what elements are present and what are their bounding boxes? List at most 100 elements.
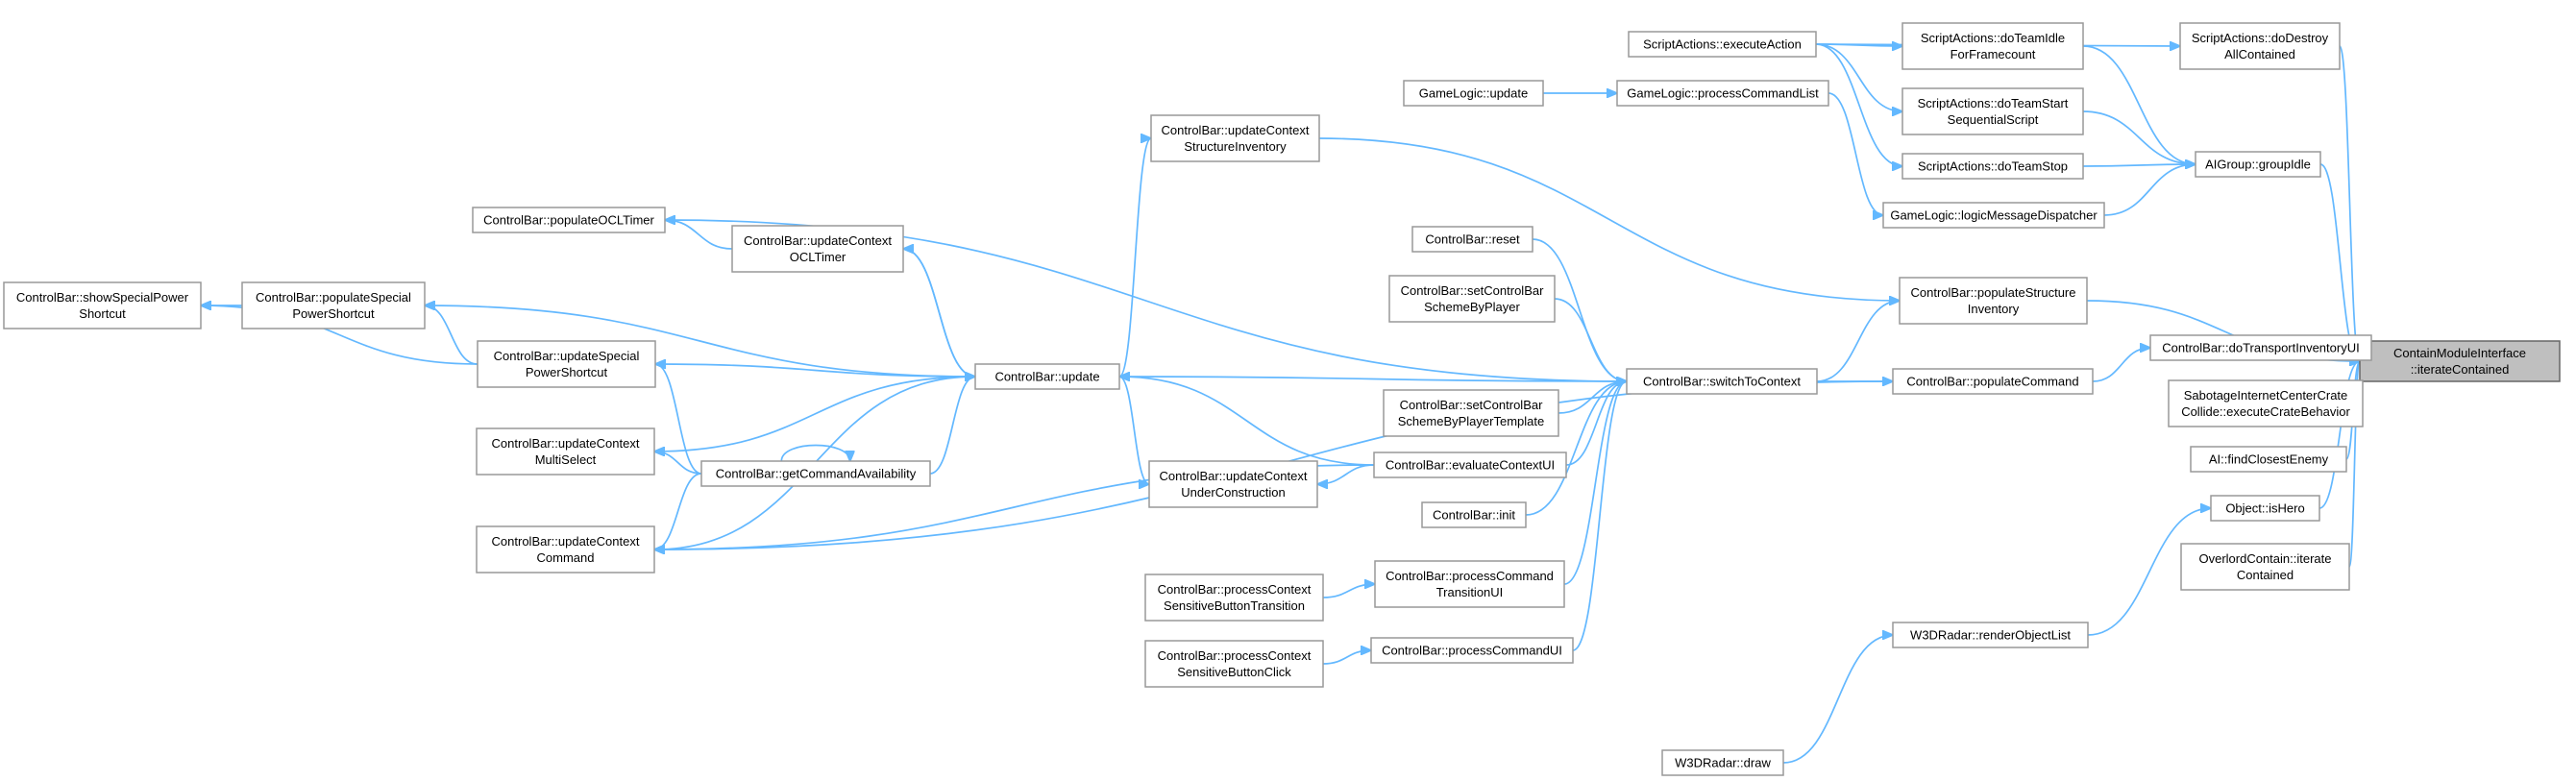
- node-box[interactable]: [1403, 80, 1544, 107]
- edge-radarDraw-to-renderObj: [1782, 635, 1893, 764]
- node-label: SchemeByPlayer: [1424, 300, 1520, 314]
- node-box[interactable]: [1901, 87, 2084, 135]
- node-label: ControlBar::setControlBar: [1401, 283, 1545, 298]
- node-box[interactable]: [731, 225, 904, 273]
- node-box[interactable]: [1373, 452, 1567, 478]
- node-teamStart[interactable]: ScriptActions::doTeamStartSequentialScri…: [1901, 87, 2084, 135]
- node-label: ScriptActions::doTeamStart: [1918, 96, 2069, 110]
- node-root[interactable]: ContainModuleInterface::iterateContained: [2359, 340, 2561, 382]
- node-box[interactable]: [1383, 389, 1559, 437]
- node-popCmd[interactable]: ControlBar::populateCommand: [1892, 368, 2094, 395]
- node-box[interactable]: [700, 460, 931, 487]
- node-box[interactable]: [2359, 340, 2561, 382]
- node-box[interactable]: [1370, 637, 1574, 664]
- node-cbUpdate[interactable]: ControlBar::update: [974, 363, 1120, 390]
- node-init[interactable]: ControlBar::init: [1421, 501, 1527, 528]
- node-isHero[interactable]: Object::isHero: [2210, 495, 2320, 522]
- edge-getCmdAvail-to-ucMulti: [654, 452, 702, 475]
- node-box[interactable]: [2190, 446, 2347, 473]
- node-box[interactable]: [1421, 501, 1527, 528]
- node-teamStop[interactable]: ScriptActions::doTeamStop: [1901, 153, 2084, 180]
- node-box[interactable]: [3, 281, 202, 329]
- edge-popCmd-to-doTransport: [2092, 348, 2150, 382]
- node-pcsbTrans[interactable]: ControlBar::processContextSensitiveButto…: [1144, 574, 1324, 622]
- node-evalCtx[interactable]: ControlBar::evaluateContextUI: [1373, 452, 1567, 478]
- node-groupIdle[interactable]: AIGroup::groupIdle: [2195, 151, 2321, 178]
- node-box[interactable]: [2149, 334, 2372, 361]
- node-label: ForFramecount: [1950, 47, 2036, 61]
- node-ucStructInv[interactable]: ControlBar::updateContextStructureInvent…: [1150, 114, 1320, 162]
- node-reset[interactable]: ControlBar::reset: [1411, 226, 1533, 253]
- node-findEnemy[interactable]: AI::findClosestEnemy: [2190, 446, 2347, 473]
- node-label: ::iterateContained: [2411, 362, 2510, 377]
- node-box[interactable]: [1388, 275, 1556, 323]
- node-box[interactable]: [1411, 226, 1533, 253]
- edge-execAction-to-teamStop: [1815, 43, 1902, 166]
- node-box[interactable]: [1892, 368, 2094, 395]
- node-box[interactable]: [1882, 202, 2105, 229]
- node-label: PowerShortcut: [526, 365, 608, 379]
- node-box[interactable]: [1144, 574, 1324, 622]
- node-label: ControlBar::update: [994, 370, 1099, 384]
- node-box[interactable]: [1901, 22, 2084, 70]
- node-box[interactable]: [476, 427, 655, 476]
- node-doTransport[interactable]: ControlBar::doTransportInventoryUI: [2149, 334, 2372, 361]
- node-box[interactable]: [476, 525, 655, 574]
- node-box[interactable]: [2179, 22, 2341, 70]
- node-box[interactable]: [1374, 560, 1565, 608]
- node-glUpdate[interactable]: GameLogic::update: [1403, 80, 1544, 107]
- node-label: GameLogic::update: [1419, 86, 1528, 101]
- node-label: Command: [537, 550, 595, 565]
- node-sabotage[interactable]: SabotageInternetCenterCrateCollide::exec…: [2168, 379, 2364, 427]
- node-overlord[interactable]: OverlordContain::iterateContained: [2180, 543, 2350, 591]
- node-label: ControlBar::updateContext: [492, 534, 640, 549]
- node-ucUnder[interactable]: ControlBar::updateContextUnderConstructi…: [1148, 460, 1318, 508]
- node-setSchemeTmpl[interactable]: ControlBar::setControlBarSchemeByPlayerT…: [1383, 389, 1559, 437]
- node-getCmdAvail[interactable]: ControlBar::getCommandAvailability: [700, 460, 931, 487]
- node-box[interactable]: [1901, 153, 2084, 180]
- node-pcsbClick[interactable]: ControlBar::processContextSensitiveButto…: [1144, 640, 1324, 688]
- node-box[interactable]: [1899, 277, 2088, 325]
- node-box[interactable]: [1150, 114, 1320, 162]
- node-label: ControlBar::populateStructure: [1911, 285, 2076, 300]
- node-label: AI::findClosestEnemy: [2209, 452, 2329, 467]
- node-box[interactable]: [2168, 379, 2364, 427]
- node-box[interactable]: [1892, 622, 2089, 648]
- node-box[interactable]: [1144, 640, 1324, 688]
- node-label: ControlBar::populateOCLTimer: [483, 213, 654, 228]
- node-execAction[interactable]: ScriptActions::executeAction: [1628, 31, 1817, 58]
- node-msgDispatcher[interactable]: GameLogic::logicMessageDispatcher: [1882, 202, 2105, 229]
- node-box[interactable]: [472, 207, 666, 233]
- node-box[interactable]: [1661, 749, 1784, 776]
- node-renderObj[interactable]: W3DRadar::renderObjectList: [1892, 622, 2089, 648]
- node-box[interactable]: [1616, 80, 1829, 107]
- node-box[interactable]: [974, 363, 1120, 390]
- node-procCmdList[interactable]: GameLogic::processCommandList: [1616, 80, 1829, 107]
- node-pcUI[interactable]: ControlBar::processCommandUI: [1370, 637, 1574, 664]
- node-radarDraw[interactable]: W3DRadar::draw: [1661, 749, 1784, 776]
- node-box[interactable]: [1148, 460, 1318, 508]
- node-box[interactable]: [2180, 543, 2350, 591]
- node-box[interactable]: [241, 281, 426, 329]
- edge-setScheme-to-switch: [1554, 298, 1627, 381]
- node-box[interactable]: [477, 340, 656, 388]
- node-popOCL[interactable]: ControlBar::populateOCLTimer: [472, 207, 666, 233]
- node-box[interactable]: [1626, 368, 1818, 395]
- node-box[interactable]: [2195, 151, 2321, 178]
- node-label: ControlBar::processContext: [1158, 648, 1312, 663]
- node-box[interactable]: [1628, 31, 1817, 58]
- node-switch[interactable]: ControlBar::switchToContext: [1626, 368, 1818, 395]
- node-box[interactable]: [2210, 495, 2320, 522]
